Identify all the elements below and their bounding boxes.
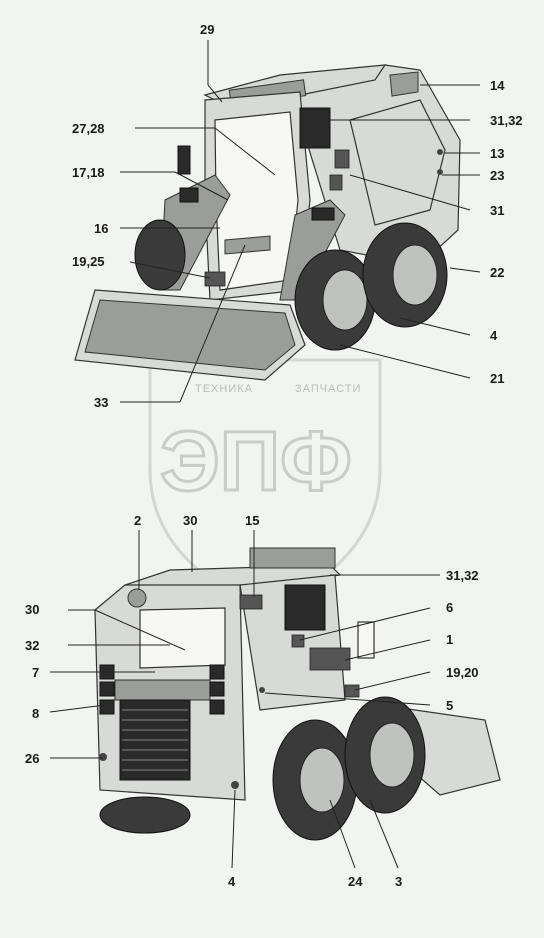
bottom-roof-guard <box>249 547 336 569</box>
top-rim-rear-right <box>392 244 438 306</box>
top-light-left <box>179 187 199 203</box>
bottom-callout-15: 15 <box>245 513 259 528</box>
top-callout-1925: 19,25 <box>72 254 105 269</box>
bottom-tire-rear-left <box>99 796 191 834</box>
bottom-machine <box>94 547 501 841</box>
bottom-light-right-b <box>209 681 225 697</box>
bottom-light-8a <box>99 681 115 697</box>
top-callout-16: 16 <box>94 221 108 236</box>
bottom-callout-26: 26 <box>25 751 39 766</box>
top-decal-3132 <box>334 149 350 169</box>
bottom-callout-8: 8 <box>32 706 39 721</box>
top-decal-13 <box>437 149 443 155</box>
bottom-rim-front-right <box>369 722 415 788</box>
bottom-decal-1 <box>309 647 351 671</box>
bottom-rear-grille-lines <box>122 709 188 771</box>
bottom-rear-window <box>139 607 226 669</box>
top-bucket-inner <box>84 299 296 371</box>
top-callout-29: 29 <box>200 22 214 37</box>
bottom-callout-3: 3 <box>395 874 402 889</box>
bottom-decal-26 <box>99 753 107 761</box>
bottom-rim-rear-right <box>299 747 345 813</box>
bottom-callout-2: 2 <box>134 513 141 528</box>
top-rear-grille <box>299 107 331 149</box>
top-light-right <box>311 207 335 221</box>
top-decal-33 <box>224 235 271 255</box>
bottom-decal-2 <box>127 588 147 608</box>
bottom-side-grille <box>284 584 326 631</box>
top-callout-1718: 17,18 <box>72 165 105 180</box>
bottom-decal-5 <box>259 687 265 693</box>
top-tire-front-left <box>134 219 186 291</box>
top-rim-front-right <box>322 269 368 331</box>
watermark-top-right: ЗАПЧАСТИ <box>295 383 361 395</box>
watermark-top-left: ТЕХНИКА <box>195 383 253 395</box>
top-callout-21: 21 <box>490 371 504 386</box>
top-leader-lines <box>120 40 481 403</box>
top-light-1718 <box>177 145 191 175</box>
bottom-callout-30-left: 30 <box>25 602 39 617</box>
bottom-rear-top-panel <box>114 679 211 701</box>
top-callouts: 29 14 27,28 31,32 13 17,18 23 31 16 19,2… <box>72 22 523 410</box>
bottom-decal-6 <box>291 634 305 648</box>
top-machine <box>74 64 461 381</box>
bottom-light-right-a <box>209 664 225 680</box>
bottom-callout-1920: 19,20 <box>446 665 479 680</box>
top-decal-14 <box>389 71 419 97</box>
top-engine-side <box>349 99 446 226</box>
top-decal-23 <box>437 169 443 175</box>
bottom-decal-15 <box>239 594 263 610</box>
bottom-callout-3132: 31,32 <box>446 568 479 583</box>
top-callout-14: 14 <box>490 78 505 93</box>
bottom-mirror <box>357 621 375 659</box>
bottom-light-8b <box>99 699 115 715</box>
top-callout-2728: 27,28 <box>72 121 105 136</box>
top-callout-13: 13 <box>490 146 504 161</box>
top-cab-door-glass <box>214 111 299 291</box>
watermark: ТЕХНИКА ЗАПЧАСТИ ЭПФ <box>148 358 382 612</box>
top-callout-33: 33 <box>94 395 108 410</box>
top-callout-22: 22 <box>490 265 504 280</box>
bottom-decal-4 <box>231 781 239 789</box>
bottom-callout-24: 24 <box>348 874 363 889</box>
watermark-logo: ЭПФ <box>160 414 352 508</box>
bottom-callout-30-top: 30 <box>183 513 197 528</box>
bottom-light-right-c <box>209 699 225 715</box>
top-callout-4: 4 <box>490 328 498 343</box>
top-callout-31: 31 <box>490 203 504 218</box>
bottom-callout-6: 6 <box>446 600 453 615</box>
bottom-callout-32: 32 <box>25 638 39 653</box>
bottom-callout-1: 1 <box>446 632 453 647</box>
bottom-decal-1920 <box>344 684 360 698</box>
bottom-callouts: 2 30 15 31,32 30 6 32 1 7 19,20 8 5 26 4… <box>25 513 479 889</box>
top-callout-23: 23 <box>490 168 504 183</box>
bottom-callout-7: 7 <box>32 665 39 680</box>
bottom-callout-4: 4 <box>228 874 236 889</box>
bottom-leader-lines <box>49 530 440 869</box>
bottom-callout-5: 5 <box>446 698 453 713</box>
top-decal-31 <box>329 174 343 191</box>
top-callout-3132: 31,32 <box>490 113 523 128</box>
top-decal-1925 <box>204 271 226 287</box>
